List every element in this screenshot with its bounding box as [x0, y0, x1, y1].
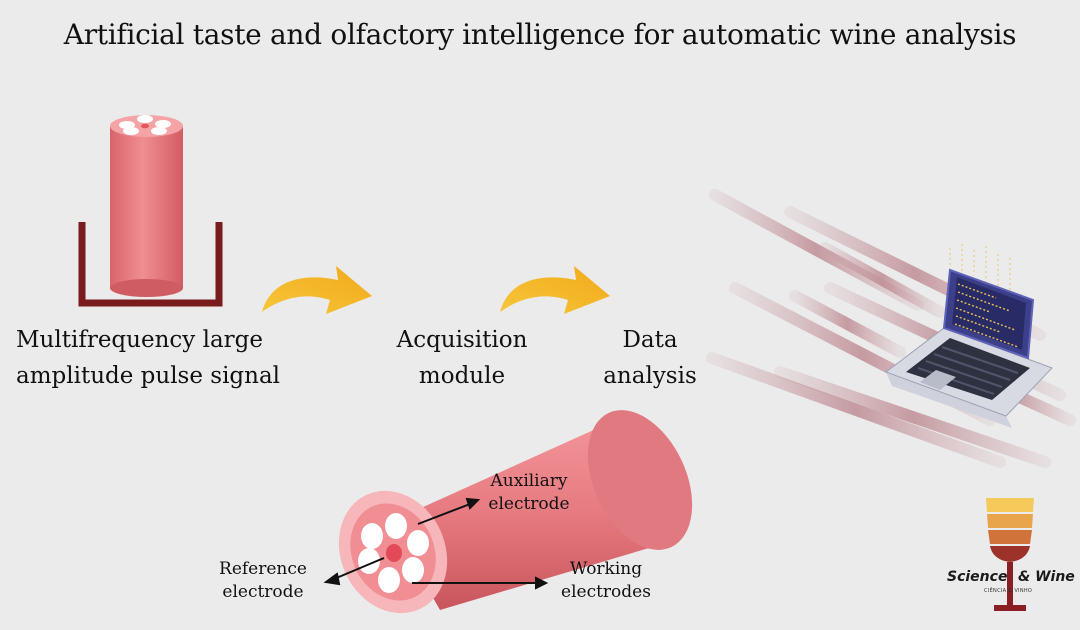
electrode-pointers [323, 497, 549, 590]
data-label-line1: Data [622, 327, 678, 353]
arrow-acquisition-to-data [500, 266, 610, 314]
reference-label-line1: Reference [219, 559, 307, 579]
acquisition-label-line2: module [418, 363, 506, 389]
acquisition-label-line1: Acquisition [396, 327, 528, 353]
vertical-electrode-bottom [110, 279, 183, 297]
signal-step-label: Multifrequency large amplitude pulse sig… [16, 322, 280, 394]
acquisition-step-label: Acquisition module [380, 322, 544, 394]
data-label-line2: analysis [603, 363, 697, 389]
horizontal-electrode [338, 410, 693, 614]
working-label-line2: electrodes [561, 582, 651, 602]
reference-electrode-label: Reference electrode [208, 558, 318, 604]
signal-label-line2: amplitude pulse signal [16, 363, 281, 389]
working-label-line1: Working [569, 559, 643, 579]
vertical-electrode-disks [119, 115, 171, 135]
data-step-label: Data analysis [590, 322, 710, 394]
cell-container [78, 222, 223, 307]
signal-label-line1: Multifrequency large [16, 327, 263, 353]
arrow-signal-to-acquisition [262, 266, 372, 314]
auxiliary-label-line1: Auxiliary [490, 471, 568, 491]
reference-label-line2: electrode [222, 582, 304, 602]
logo-wordmark-part1: Science [947, 569, 1008, 585]
auxiliary-label-line2: electrode [488, 494, 570, 514]
page-title: Artificial taste and olfactory intellige… [63, 18, 1017, 51]
center-disk [386, 544, 402, 562]
logo-wordmark-part2: & Wine [1018, 569, 1075, 585]
auxiliary-electrode-label: Auxiliary electrode [474, 470, 584, 516]
working-electrodes-label: Working electrodes [550, 558, 662, 604]
logo-tagline: CIÊNCIA & VINHO [984, 588, 1033, 594]
science-and-wine-logo [986, 498, 1034, 611]
laptop-icon [884, 244, 1053, 428]
vertical-electrode-body [110, 126, 183, 288]
electrochemical-cell [78, 115, 223, 307]
